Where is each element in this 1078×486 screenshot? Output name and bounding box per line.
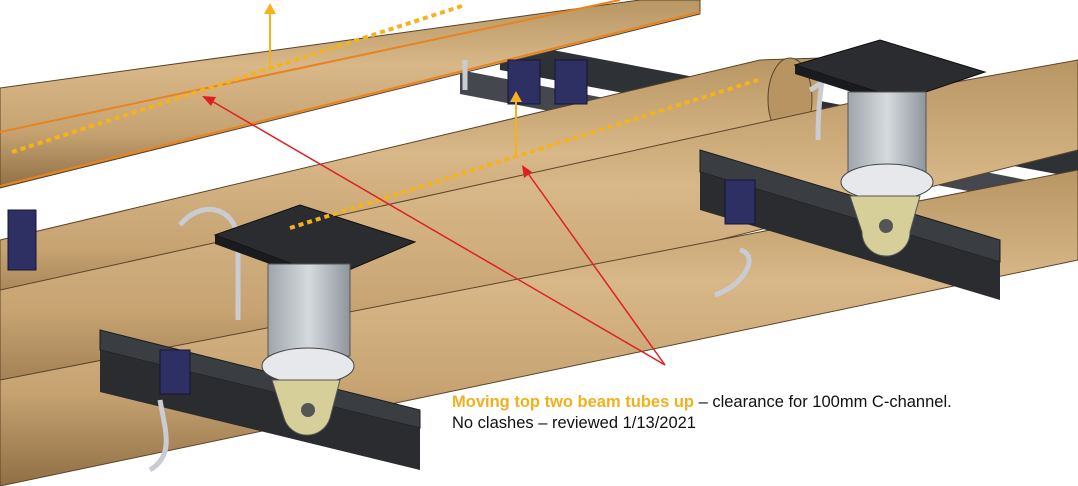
annotation-line-1-rest: – clearance for 100mm C-channel. [694, 393, 952, 411]
annotation-line-1: Moving top two beam tubes up – clearance… [452, 392, 1072, 413]
mounting-brackets [7, 59, 756, 395]
annotation-caption: Moving top two beam tubes up – clearance… [452, 392, 1072, 434]
tube-outline-line [0, 11, 701, 187]
move-up-arrows [264, 3, 522, 155]
pipe-support-pedestal-left [213, 204, 417, 436]
annotation-highlight: Moving top two beam tubes up [452, 393, 694, 411]
u-bolts [148, 60, 825, 473]
top-beam-tube [0, 0, 701, 189]
tube-outline-line [0, 0, 621, 133]
pipe-support-pedestal-right [793, 39, 987, 257]
annotation-line-2: No clashes – reviewed 1/13/2021 [452, 414, 696, 432]
guide-dotted-lines [11, 4, 759, 230]
callout-arrows [202, 96, 666, 366]
